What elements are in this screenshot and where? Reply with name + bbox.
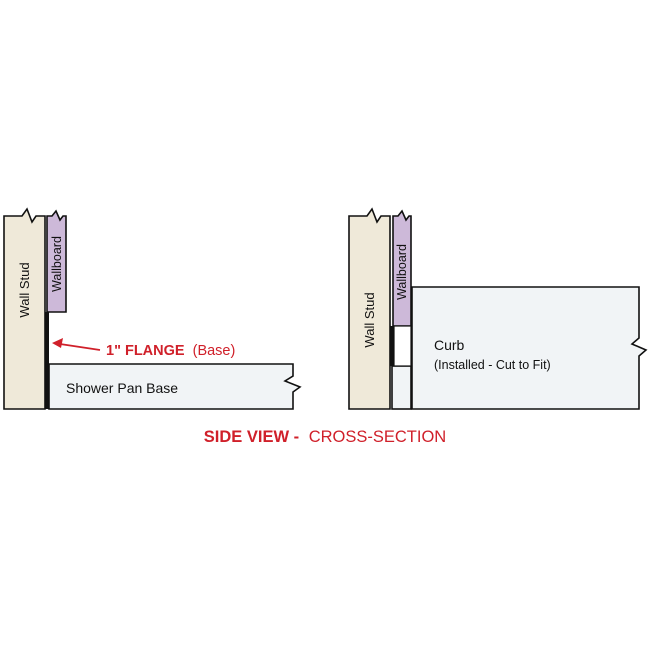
right-wallboard: [392, 209, 412, 327]
right-gap-piece: [393, 325, 412, 367]
left-wallboard: [46, 209, 67, 313]
caption-bold: SIDE VIEW -: [204, 428, 299, 446]
flange-label: 1" FLANGE: [106, 343, 185, 359]
flange-note: (Base): [193, 343, 236, 359]
left-flange: [45, 312, 49, 409]
left-wallboard-label: Wallboard: [50, 236, 64, 292]
caption-rest: CROSS-SECTION: [309, 428, 447, 446]
flange-callout: 1" FLANGE (Base): [106, 343, 235, 359]
right-diagram: Wall Stud Wallboard Curb (Installed - Cu…: [348, 207, 648, 410]
curb: [411, 286, 648, 410]
left-diagram: Wall Stud Wallboard Shower Pan Base 1" F…: [3, 207, 302, 410]
flange-arrow: [52, 338, 101, 351]
right-wall-stud-label: Wall Stud: [362, 292, 377, 347]
shower-pan-base-label: Shower Pan Base: [66, 380, 178, 396]
curb-label: Curb: [434, 337, 465, 353]
shower-pan-base: [48, 363, 302, 410]
curb-note: (Installed - Cut to Fit): [434, 358, 551, 372]
right-wallboard-label: Wallboard: [395, 244, 409, 300]
caption: SIDE VIEW - CROSS-SECTION: [204, 428, 446, 446]
left-wall-stud-label: Wall Stud: [17, 262, 32, 317]
right-flange: [390, 326, 394, 366]
right-base-end: [391, 365, 412, 410]
